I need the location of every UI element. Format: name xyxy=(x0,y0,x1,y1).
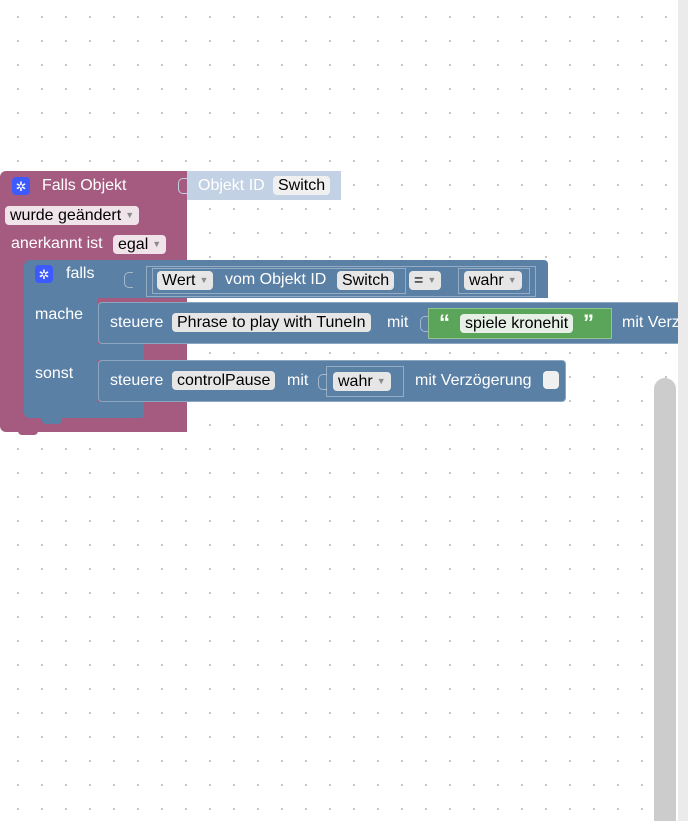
condition-object-value[interactable]: Switch xyxy=(337,271,395,290)
else-value-dropdown-value: wahr xyxy=(338,373,373,390)
chevron-down-icon: ▼ xyxy=(152,239,162,249)
string-value-field[interactable]: spiele kronehit xyxy=(460,314,574,333)
event-dropdown-value: wurde geändert xyxy=(10,207,122,224)
object-id-value[interactable]: Switch xyxy=(273,176,331,195)
chevron-down-icon: ▼ xyxy=(507,275,517,285)
ack-dropdown[interactable]: egal▼ xyxy=(113,235,167,254)
operator-dropdown-value: = xyxy=(414,272,424,289)
else-value-block[interactable] xyxy=(326,366,404,397)
trigger-settings-gear-icon[interactable]: ✲ xyxy=(12,177,30,195)
if-else-bottom-tab xyxy=(42,416,62,424)
else-delay-label: mit Verzögerung xyxy=(415,372,532,389)
wert-dropdown-value: Wert xyxy=(162,272,196,289)
mache-label: mache xyxy=(35,306,84,323)
event-dropdown[interactable]: wurde geändert▼ xyxy=(5,206,140,225)
chevron-down-icon: ▼ xyxy=(376,376,386,386)
trigger-title: Falls Objekt xyxy=(42,177,127,194)
if-settings-gear-icon[interactable]: ✲ xyxy=(35,265,53,283)
if-else-middle-bar xyxy=(24,344,144,360)
sonst-label: sonst xyxy=(35,365,74,382)
else-value-dropdown[interactable]: wahr▼ xyxy=(333,372,391,391)
ack-label: anerkannt ist xyxy=(11,235,103,252)
chevron-down-icon: ▼ xyxy=(427,275,437,285)
then-delay-label: mit Verz xyxy=(622,314,680,331)
string-connector-icon xyxy=(420,316,429,332)
close-quote-icon: ” xyxy=(583,310,594,335)
vertical-scrollbar-track[interactable] xyxy=(678,0,688,821)
else-delay-checkbox[interactable] xyxy=(543,371,559,389)
else-mit-label: mit xyxy=(287,372,309,389)
then-steuere-label: steuere xyxy=(110,314,164,331)
compare-value-block[interactable] xyxy=(458,268,530,294)
get-value-block[interactable] xyxy=(152,268,406,294)
if-else-bottom-bar xyxy=(24,402,144,418)
else-target-field[interactable]: controlPause xyxy=(172,371,276,390)
falls-label: falls xyxy=(66,265,95,282)
open-quote-icon: “ xyxy=(439,310,450,335)
chevron-down-icon: ▼ xyxy=(199,275,209,285)
object-id-label: Objekt ID xyxy=(198,177,265,194)
trigger-block-bottom-tab xyxy=(18,425,38,435)
vom-objekt-label: vom Objekt ID xyxy=(225,271,327,288)
else-steuere-label: steuere xyxy=(110,372,164,389)
compare-value-dropdown-value: wahr xyxy=(469,272,504,289)
else-value-connector-icon xyxy=(318,374,327,390)
ack-dropdown-value: egal xyxy=(118,236,149,253)
compare-connector-icon xyxy=(124,272,133,288)
object-id-connector-icon xyxy=(178,178,187,194)
then-mit-label: mit xyxy=(387,314,409,331)
chevron-down-icon: ▼ xyxy=(125,210,135,220)
wert-dropdown[interactable]: Wert▼ xyxy=(157,271,214,290)
then-target-field[interactable]: Phrase to play with TuneIn xyxy=(172,313,371,332)
operator-dropdown[interactable]: =▼ xyxy=(409,271,442,290)
compare-value-dropdown[interactable]: wahr▼ xyxy=(464,271,522,290)
vertical-scrollbar-thumb[interactable] xyxy=(654,378,676,821)
